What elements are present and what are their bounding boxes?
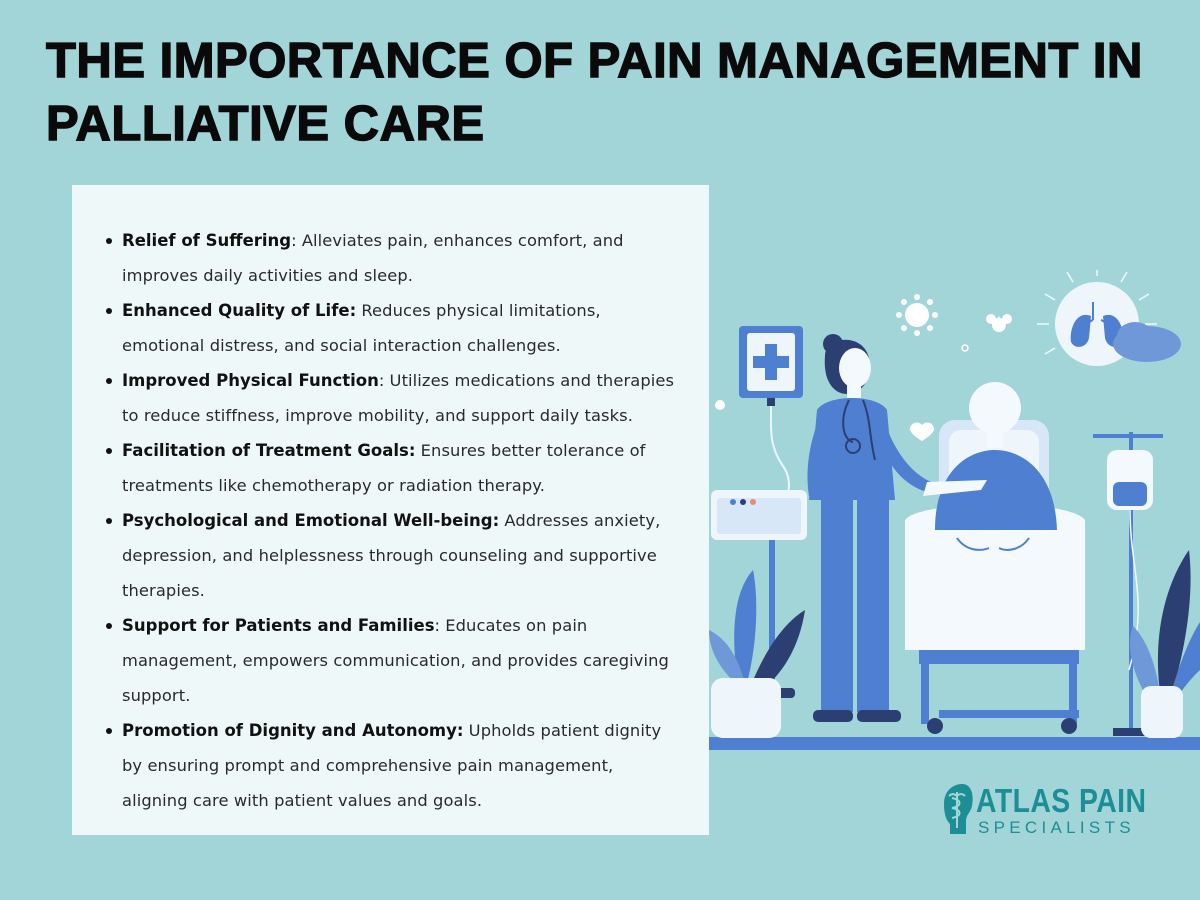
- benefit-term: Facilitation of Treatment Goals:: [122, 441, 416, 460]
- benefit-item: Relief of Suffering: Alleviates pain, en…: [106, 223, 679, 293]
- benefit-separator: :: [291, 231, 297, 250]
- benefit-description: Addresses anxiety, depression, and helpl…: [122, 511, 661, 600]
- logo-main-text: ATLAS PAIN: [976, 782, 1147, 819]
- benefit-term: Promotion of Dignity and Autonomy:: [122, 721, 464, 740]
- benefit-term: Psychological and Emotional Well-being:: [122, 511, 500, 530]
- benefit-term: Improved Physical Function: [122, 371, 379, 390]
- patient-figure: [935, 382, 1057, 551]
- benefit-item: Support for Patients and Families: Educa…: [106, 608, 679, 713]
- benefit-list: Relief of Suffering: Alleviates pain, en…: [106, 223, 679, 818]
- benefit-item: Improved Physical Function: Utilizes med…: [106, 363, 679, 433]
- atlas-pain-logo: ATLAS PAIN SPECIALISTS: [940, 782, 1150, 842]
- benefit-term: Support for Patients and Families: [122, 616, 435, 635]
- benefit-description: Educates on pain management, empowers co…: [122, 616, 669, 705]
- benefit-description: Utilizes medications and therapies to re…: [122, 371, 675, 425]
- medical-monitor-icon: [739, 326, 803, 509]
- benefit-term: Enhanced Quality of Life:: [122, 301, 357, 320]
- benefit-description: Alleviates pain, enhances comfort, and i…: [122, 231, 624, 285]
- benefit-item: Promotion of Dignity and Autonomy: Uphol…: [106, 713, 679, 818]
- caduceus-head-icon: [944, 784, 973, 834]
- page-title: THE IMPORTANCE OF PAIN MANAGEMENT IN PAL…: [45, 33, 1143, 151]
- plant-icon: [709, 570, 805, 738]
- benefit-description: Reduces physical limitations, emotional …: [122, 301, 601, 355]
- palliative-care-illustration: [709, 270, 1200, 750]
- benefit-description: Upholds patient dignity by ensuring prom…: [122, 721, 662, 810]
- heart-icon: [910, 422, 934, 441]
- benefits-card: Relief of Suffering: Alleviates pain, en…: [72, 185, 709, 835]
- benefit-separator: :: [434, 616, 441, 635]
- benefit-item: Psychological and Emotional Well-being: …: [106, 503, 679, 608]
- benefit-term: Relief of Suffering: [122, 231, 292, 250]
- floor: [709, 737, 1200, 750]
- benefit-item: Enhanced Quality of Life: Reduces physic…: [106, 293, 679, 363]
- virus-icon: [715, 294, 1012, 410]
- benefit-description: Ensures better tolerance of treatments l…: [122, 441, 646, 495]
- iv-drip-stand: [1093, 432, 1163, 736]
- lungs-icon: [1037, 270, 1181, 366]
- logo-sub-text: SPECIALISTS: [978, 818, 1135, 837]
- nurse-figure: [807, 334, 987, 722]
- benefit-item: Facilitation of Treatment Goals: Ensures…: [106, 433, 679, 503]
- benefit-separator: :: [378, 371, 385, 390]
- plant-icon-right: [1130, 550, 1200, 738]
